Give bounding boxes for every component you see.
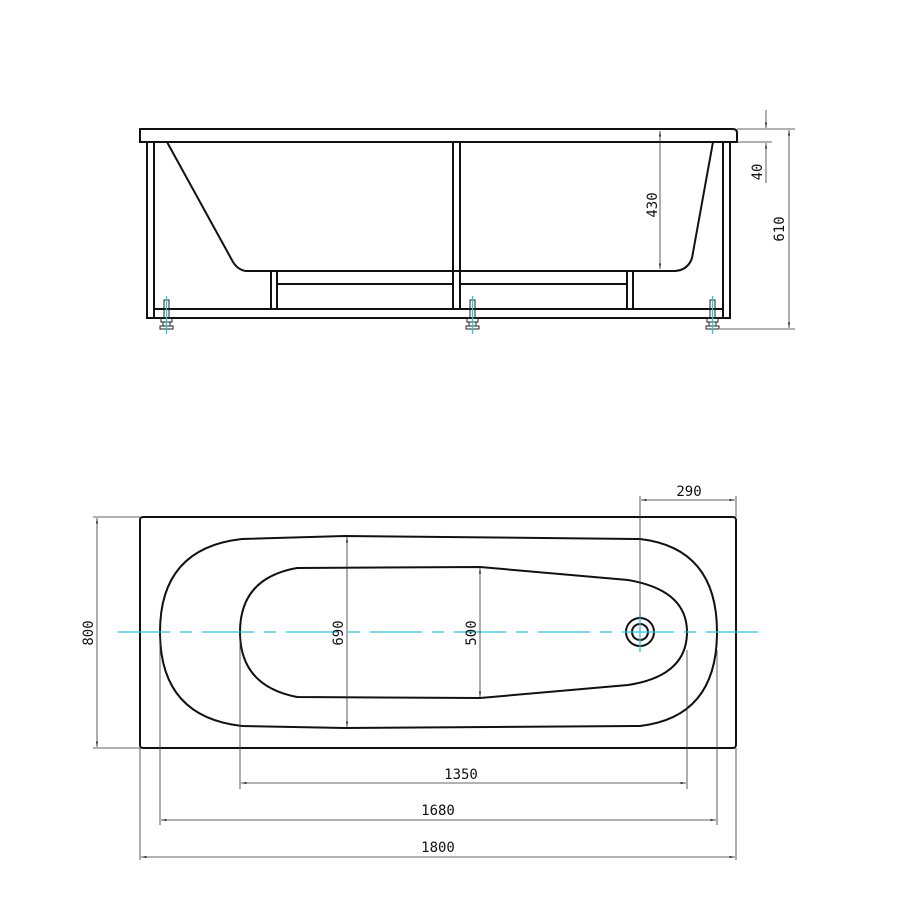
frame-bottom-rail: [147, 308, 730, 319]
dim-bottom-length-label: 1350: [444, 767, 478, 783]
dim-bowl-width-label: 690: [331, 620, 347, 645]
adjustable-foot-middle: [465, 296, 480, 334]
frame-right-post: [722, 141, 731, 319]
adjustable-foot-left: [159, 296, 174, 334]
dim-length-label: 1800: [421, 840, 455, 856]
frame-left-post: [146, 141, 155, 319]
top-view: 800 690 500 290 1350 1680 1800: [81, 484, 768, 860]
tub-rim: [139, 128, 738, 143]
tub-bowl-profile: [166, 141, 714, 272]
adjustable-foot-right: [705, 296, 720, 334]
dim-height-label: 610: [772, 216, 788, 241]
dim-bottom-width-label: 500: [464, 620, 480, 645]
dim-depth-label: 430: [645, 192, 661, 217]
inner-bottom-outline: [238, 565, 689, 700]
outer-bowl-outline: [158, 534, 719, 730]
dim-width-label: 800: [81, 620, 97, 645]
bowl-support: [270, 271, 634, 309]
dim-rim-label: 40: [750, 164, 766, 181]
drain-hole-icon: [625, 615, 655, 652]
frame-middle-post: [452, 141, 461, 310]
dim-bowl-length-label: 1680: [421, 803, 455, 819]
dim-drain-label: 290: [676, 484, 701, 500]
side-view: 430 40 610: [139, 110, 795, 334]
